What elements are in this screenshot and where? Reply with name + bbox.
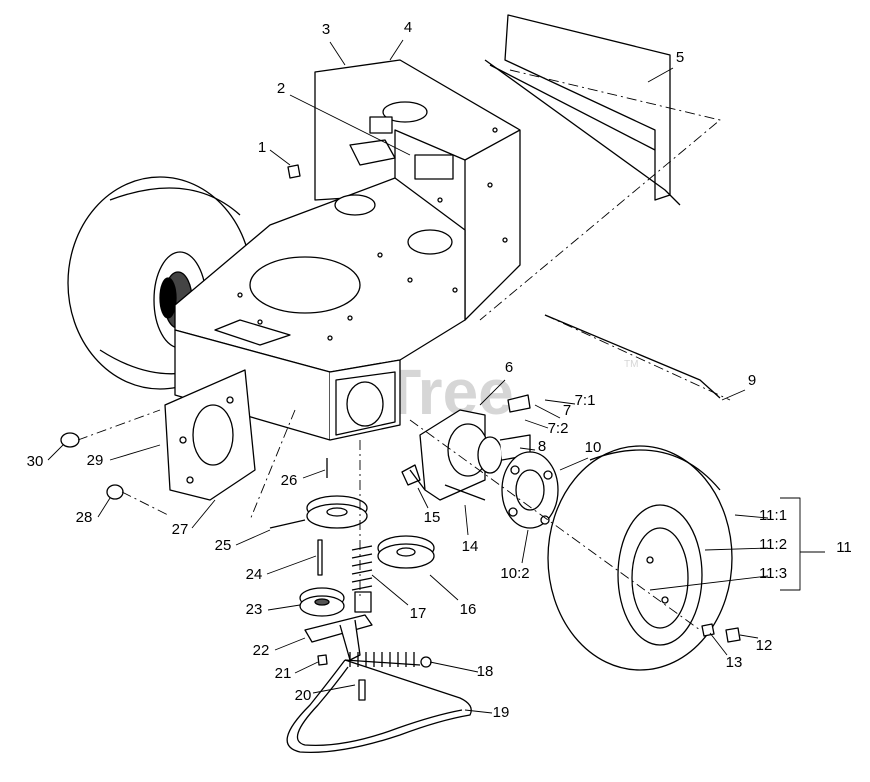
wheel-hub bbox=[501, 451, 559, 529]
callout-1[interactable]: 1 bbox=[258, 139, 266, 156]
nut-13 bbox=[701, 623, 715, 637]
callout-18[interactable]: 18 bbox=[477, 663, 494, 680]
leader-lines bbox=[47, 39, 825, 714]
pulley-16 bbox=[377, 535, 435, 569]
callout-7[interactable]: 7 bbox=[563, 402, 571, 419]
callout-10[interactable]: 10 bbox=[585, 439, 602, 456]
right-tire bbox=[547, 445, 733, 671]
nut-1 bbox=[287, 164, 301, 179]
callout-26[interactable]: 26 bbox=[281, 472, 298, 489]
callout-11-3[interactable]: 11:3 bbox=[759, 565, 787, 582]
callout-11-1[interactable]: 11:1 bbox=[759, 507, 787, 524]
callout-23[interactable]: 23 bbox=[246, 601, 263, 618]
callout-9[interactable]: 9 bbox=[748, 372, 756, 389]
bolt-24 bbox=[317, 539, 323, 576]
nut-28 bbox=[106, 484, 124, 500]
callout-19[interactable]: 19 bbox=[493, 704, 510, 721]
spring-17 bbox=[351, 545, 373, 613]
callout-2[interactable]: 2 bbox=[277, 80, 285, 97]
callout-7-1[interactable]: 7:1 bbox=[575, 392, 596, 409]
callout-21[interactable]: 21 bbox=[275, 665, 292, 682]
motor-assembly bbox=[419, 394, 531, 501]
callout-24[interactable]: 24 bbox=[246, 566, 263, 583]
callout-27[interactable]: 27 bbox=[172, 521, 189, 538]
callout-11-2[interactable]: 11:2 bbox=[759, 536, 787, 553]
callout-14[interactable]: 14 bbox=[462, 538, 479, 555]
callout-7-2[interactable]: 7:2 bbox=[548, 420, 569, 437]
callout-25[interactable]: 25 bbox=[215, 537, 232, 554]
belt-19 bbox=[286, 659, 472, 754]
main-frame bbox=[174, 59, 521, 441]
watermark-tm: TM bbox=[624, 359, 638, 370]
callout-28[interactable]: 28 bbox=[76, 509, 93, 526]
idler-pulley-23 bbox=[299, 587, 345, 617]
nut-30 bbox=[60, 432, 80, 448]
callout-10-2[interactable]: 10:2 bbox=[500, 565, 529, 582]
callout-3[interactable]: 3 bbox=[322, 21, 330, 38]
callout-30[interactable]: 30 bbox=[27, 453, 44, 470]
bolt-25 bbox=[269, 519, 306, 529]
callout-6[interactable]: 6 bbox=[505, 359, 513, 376]
side-plate bbox=[164, 369, 256, 501]
callout-20[interactable]: 20 bbox=[295, 687, 312, 704]
callout-13[interactable]: 13 bbox=[726, 654, 743, 671]
bolt-14 bbox=[444, 484, 486, 501]
callout-16[interactable]: 16 bbox=[460, 601, 477, 618]
nut-21 bbox=[317, 654, 328, 666]
callout-5[interactable]: 5 bbox=[676, 49, 684, 66]
callout-29[interactable]: 29 bbox=[87, 452, 104, 469]
callout-4[interactable]: 4 bbox=[404, 19, 412, 36]
pulley-25 bbox=[306, 495, 368, 529]
center-lines bbox=[77, 69, 731, 631]
cover-plate bbox=[484, 14, 681, 206]
callout-12[interactable]: 12 bbox=[756, 637, 773, 654]
nut-12 bbox=[725, 627, 741, 643]
left-tire bbox=[67, 176, 253, 390]
bolt-20 bbox=[358, 679, 366, 701]
bolt-15 bbox=[401, 464, 426, 491]
callout-17[interactable]: 17 bbox=[410, 605, 427, 622]
callout-15[interactable]: 15 bbox=[424, 509, 441, 526]
callout-8[interactable]: 8 bbox=[538, 438, 546, 455]
callout-22[interactable]: 22 bbox=[253, 642, 270, 659]
callout-11[interactable]: 11 bbox=[836, 539, 852, 556]
rod-9 bbox=[544, 314, 721, 399]
idler-arm-22 bbox=[304, 614, 373, 661]
